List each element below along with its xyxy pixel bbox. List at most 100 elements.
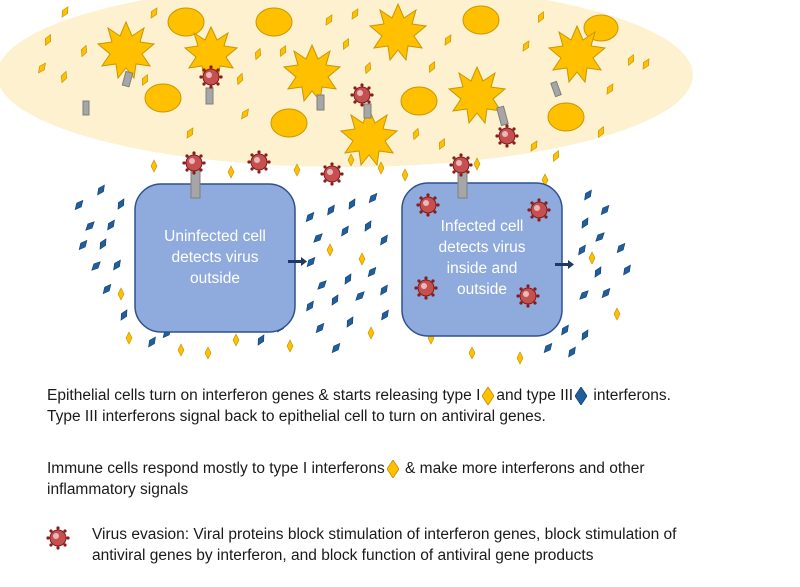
type-iii-interferon-icon	[577, 288, 591, 302]
paragraph-evasion: Virus evasion: Viral proteins block stim…	[92, 524, 792, 566]
type-i-interferon-icon	[204, 346, 212, 360]
type-i-interferon-icon	[177, 343, 185, 357]
type-iii-interferon-icon	[338, 224, 352, 238]
type-iii-interferon-icon	[329, 341, 343, 355]
type-iii-interferon-icon	[541, 341, 555, 355]
type-iii-interferon-icon	[377, 283, 391, 297]
immune-cell-icon	[462, 5, 500, 35]
type-iii-interferon-icon	[315, 278, 329, 292]
type-iii-interferon-icon	[344, 315, 356, 329]
type-i-interferon-icon	[117, 287, 125, 301]
type-iii-interferon-icon	[378, 308, 392, 322]
virus-icon	[349, 82, 375, 108]
type-iii-interferon-icon	[89, 259, 103, 273]
virus-icon	[246, 149, 272, 175]
type-i-interferon-icon	[125, 331, 133, 345]
type-iii-interferon-icon	[579, 328, 591, 342]
type-i-interferon-icon	[59, 5, 71, 19]
immune-cell-icon	[270, 108, 308, 138]
type-iii-interferon-icon	[593, 230, 607, 244]
type-iii-interferon-icon	[72, 198, 86, 212]
line1-text-c: interferons.	[593, 387, 671, 404]
type-iii-interferon-icon	[599, 286, 613, 300]
type-i-interferon-icon	[482, 386, 495, 405]
type-iii-interferon-icon	[614, 241, 628, 255]
interferon-diagram	[0, 0, 693, 365]
type-i-interferon-icon	[516, 351, 524, 365]
receptor-icon	[496, 105, 509, 127]
evasion-line1: Virus evasion: Viral proteins block stim…	[92, 526, 677, 543]
immune-region	[0, 0, 693, 167]
type-i-interferon-icon	[367, 326, 375, 340]
immune-star-cells	[96, 2, 607, 167]
immune-receptors	[82, 70, 562, 127]
receptor-icon	[121, 70, 134, 88]
secretion-arrows	[288, 257, 574, 269]
type-i-interferon-icon	[358, 252, 366, 266]
line1-text-b: and type III	[496, 387, 574, 404]
type-iii-interferon-icon	[97, 237, 109, 251]
receptor-icon	[550, 80, 562, 98]
virus-icon	[181, 150, 207, 176]
line3-text-a: Immune cells respond mostly to type I in…	[47, 460, 385, 477]
type-i-interferon-icon	[227, 165, 235, 179]
uninfected-cell	[134, 183, 296, 333]
receptor-icon	[190, 169, 201, 199]
type-i-interferon-icon	[401, 168, 409, 182]
type-iii-interferon-icon	[324, 203, 338, 217]
virus-icon	[415, 192, 441, 218]
type-i-interferon-icon	[326, 243, 334, 257]
type-iii-interferon-icon	[575, 386, 588, 405]
line3-text-b: & make more interferons and other	[405, 460, 645, 477]
type-iii-interferon-icon	[255, 333, 267, 347]
type-i-interferon-icon	[150, 159, 158, 173]
receptor-icon	[205, 87, 214, 105]
type-i-interferon-icon	[468, 346, 476, 360]
immune-cell-icon	[96, 20, 156, 80]
type-iii-interferon-icon	[104, 218, 118, 232]
type-iii-interferon-icon	[377, 233, 391, 247]
immune-cell-icon	[144, 83, 182, 113]
type-i-interferon-icon	[588, 251, 596, 265]
receptor-icon	[82, 100, 90, 116]
type-iii-interferon-icon	[311, 231, 325, 245]
virus-icon	[198, 64, 224, 90]
virus-icon	[448, 152, 474, 178]
type-iii-interferon-icon	[342, 272, 354, 286]
infected-cell-label: Infected cell detects virus inside and o…	[438, 218, 526, 298]
type-iii-interferon-icon	[94, 183, 108, 197]
type-iii-interferon-icon	[366, 191, 380, 205]
immune-cell-icon	[547, 24, 607, 84]
type-iii-interferon-icon	[365, 265, 379, 279]
type-i-interferon-icon	[613, 307, 621, 321]
virus-icon	[494, 123, 520, 149]
immune-cell-icon	[400, 86, 438, 116]
immune-cell-icon	[255, 7, 293, 37]
immune-cell-icon	[282, 43, 342, 103]
receptor-icon	[316, 94, 325, 111]
type-iii-interferon-icon	[313, 321, 327, 335]
paragraph-epithelial: Epithelial cells turn on interferon gene…	[47, 385, 800, 427]
type-iii-interferon-icon	[110, 258, 124, 272]
immune-cell-icon	[368, 2, 428, 62]
type-iii-interferon-icon	[620, 263, 634, 277]
virus-legend-icon	[46, 526, 70, 550]
immune-cell-icon	[547, 102, 585, 132]
line1-text-a: Epithelial cells turn on interferon gene…	[47, 387, 481, 404]
type-iii-interferon-icon	[581, 188, 595, 202]
line4-text: inflammatory signals	[47, 481, 189, 498]
type-iii-interferon-icon	[145, 335, 159, 349]
immune-blobs	[144, 5, 619, 138]
type-iii-interferon-icon	[558, 323, 572, 337]
type-iii-interferon-icon	[579, 216, 591, 230]
type-iii-interferon-icon	[565, 345, 579, 359]
evasion-line2: antiviral genes by interferon, and block…	[92, 547, 594, 564]
virus-icon	[319, 161, 345, 187]
type-iii-interferon-icon	[362, 219, 374, 233]
uninfected-cell-label: Uninfected cell detects virus outside	[164, 228, 266, 287]
type-iii-interferon-icon	[303, 299, 317, 313]
type-iii-interferon-icon	[353, 289, 367, 303]
line2-text: Type III interferons signal back to epit…	[47, 408, 546, 425]
type-i-interferon-icon	[386, 459, 399, 478]
type-iii-interferon-icon	[83, 219, 97, 233]
